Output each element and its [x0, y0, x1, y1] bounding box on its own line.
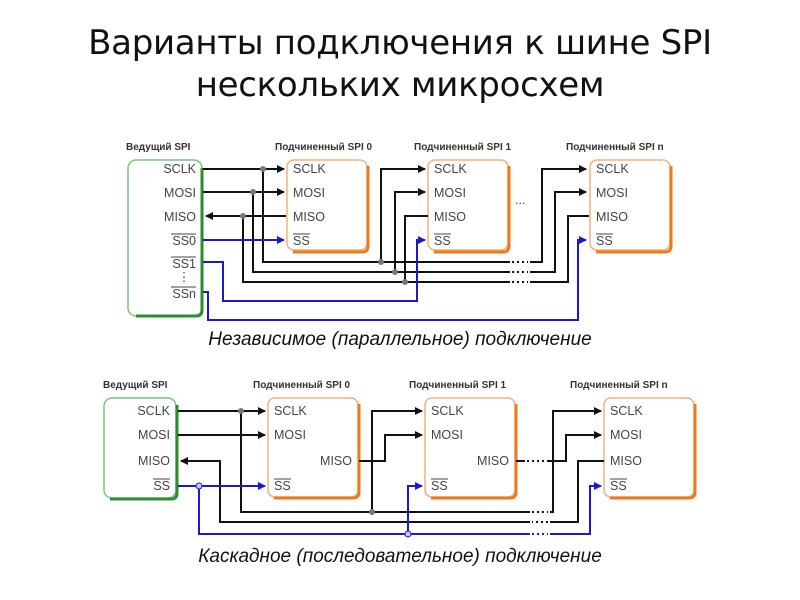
- box-shadow: [596, 166, 673, 254]
- parallel-master-header: Ведущий SPI: [126, 142, 191, 153]
- wire-miso-n: [530, 215, 589, 283]
- parallel-slave1-pin-mosi: MOSI: [434, 186, 466, 200]
- parallel-slave1-pin-miso: MISO: [434, 210, 466, 224]
- cascade-slave1-pin-mosi: MOSI: [431, 428, 463, 442]
- cascade-diagram: Ведущий SPI SCLK MOSI MISO SS Подчиненны…: [103, 380, 697, 567]
- wire-sclk-1: [380, 165, 426, 262]
- parallel-slave0-pin-miso: MISO: [293, 210, 325, 224]
- junction: [238, 408, 244, 414]
- cascade-slave1-pin-miso: MISO: [477, 454, 509, 468]
- parallel-master-pin-miso: MISO: [164, 210, 196, 224]
- parallel-master-pin-ss0: SS0: [172, 234, 196, 248]
- wire-sclk-bus: [240, 411, 530, 513]
- box-shadow: [274, 404, 361, 500]
- parallel-master-pin-ssn: SSn: [172, 287, 196, 301]
- parallel-slaven-pin-miso: MISO: [596, 210, 628, 224]
- parallel-slave1-pin-sclk: SCLK: [434, 162, 467, 176]
- wire-mosi-bus: [252, 192, 510, 273]
- wire-miso-1: [404, 215, 428, 282]
- junction: [378, 259, 384, 265]
- parallel-slave0-pin-sclk: SCLK: [293, 162, 326, 176]
- junction: [402, 279, 408, 285]
- box-shadow: [610, 404, 697, 500]
- wire-miso0-mosi1: [359, 431, 423, 462]
- cascade-slave1-pin-sclk: SCLK: [431, 404, 464, 418]
- wire-miso-n: [550, 460, 604, 523]
- wire-sclk-n: [530, 165, 587, 263]
- wire-ss1: [203, 236, 426, 302]
- parallel-master-pin-ss1: SS1: [172, 257, 196, 271]
- cascade-slave1-pin-ss: SS: [431, 479, 448, 493]
- wire-mosi-1: [394, 188, 426, 272]
- cascade-slaven-pin-mosi: MOSI: [610, 428, 642, 442]
- parallel-slaven-pin-ss: SS: [596, 234, 613, 248]
- wire-ssn: [203, 236, 587, 321]
- box-shadow: [293, 166, 370, 254]
- junction: [404, 530, 412, 538]
- wire-sclk-bus: [262, 169, 380, 263]
- cascade-slaven-pin-miso: MISO: [610, 454, 642, 468]
- box-shadow: [431, 404, 518, 500]
- parallel-slave1-pin-ss: SS: [434, 234, 451, 248]
- wire-ss-n: [550, 482, 602, 535]
- parallel-wires: [203, 165, 589, 321]
- cascade-slave0-pin-miso: MISO: [320, 454, 352, 468]
- cascade-slaven-pin-sclk: SCLK: [610, 404, 643, 418]
- cascade-slave0-pin-ss: SS: [274, 479, 291, 493]
- cascade-slaven-header: Подчиненный SPI n: [570, 380, 668, 391]
- wire-miso-return: [180, 457, 530, 523]
- box-shadow: [110, 405, 179, 501]
- cascade-slave0-header: Подчиненный SPI 0: [253, 380, 351, 391]
- cascade-slave0-pin-sclk: SCLK: [274, 404, 307, 418]
- parallel-diagram: Ведущий SPI SCLK MOSI MISO SS0 SS1 ⋮ SSn…: [126, 142, 673, 350]
- wire-sclk-1: [371, 407, 423, 512]
- cascade-master-pin-ss: SS: [153, 479, 170, 493]
- parallel-master-shadow: [136, 168, 204, 318]
- cascade-caption: Каскадное (последовательное) подключение: [198, 546, 602, 567]
- cascade-master-pin-sclk: SCLK: [137, 404, 170, 418]
- title-line-1: Варианты подключения к шине SPI: [88, 23, 712, 63]
- junction: [250, 189, 256, 195]
- junction: [369, 509, 375, 515]
- parallel-slave1-header: Подчиненный SPI 1: [414, 142, 512, 153]
- parallel-caption: Независимое (параллельное) подключение: [208, 329, 591, 350]
- parallel-slaven-header: Подчиненный SPI n: [566, 142, 664, 153]
- cascade-master-header: Ведущий SPI: [103, 380, 168, 391]
- junction: [195, 482, 203, 490]
- cascade-master-pin-miso: MISO: [138, 454, 170, 468]
- parallel-slaven-pin-sclk: SCLK: [596, 162, 629, 176]
- wire-mosi-n: [547, 431, 602, 462]
- cascade-slave1-header: Подчиненный SPI 1: [409, 380, 507, 391]
- title-line-2: нескольких микросхем: [195, 65, 605, 105]
- wire-mosi-n: [530, 188, 587, 273]
- parallel-slave0-header: Подчиненный SPI 0: [275, 142, 373, 153]
- page-title: Варианты подключения к шине SPI нескольк…: [0, 22, 800, 106]
- parallel-slave0-pin-mosi: MOSI: [293, 186, 325, 200]
- parallel-ellipsis: ...: [515, 193, 525, 207]
- parallel-slave0-pin-ss: SS: [293, 234, 310, 248]
- box-shadow: [434, 166, 511, 254]
- cascade-slaven-pin-ss: SS: [610, 479, 627, 493]
- wire-ss-bus: [198, 486, 530, 535]
- parallel-slaven-pin-mosi: MOSI: [596, 186, 628, 200]
- parallel-master-pin-vdots: ⋮: [178, 270, 191, 284]
- parallel-master-pin-sclk: SCLK: [163, 162, 196, 176]
- wire-miso-bus: [242, 216, 510, 283]
- junction: [240, 213, 246, 219]
- cascade-slave0-pin-mosi: MOSI: [274, 428, 306, 442]
- junction: [392, 269, 398, 275]
- parallel-master-pin-mosi: MOSI: [164, 186, 196, 200]
- cascade-master-pin-mosi: MOSI: [138, 428, 170, 442]
- wire-ss-1: [407, 482, 423, 534]
- cascade-wires: [178, 407, 604, 538]
- junction: [260, 166, 266, 172]
